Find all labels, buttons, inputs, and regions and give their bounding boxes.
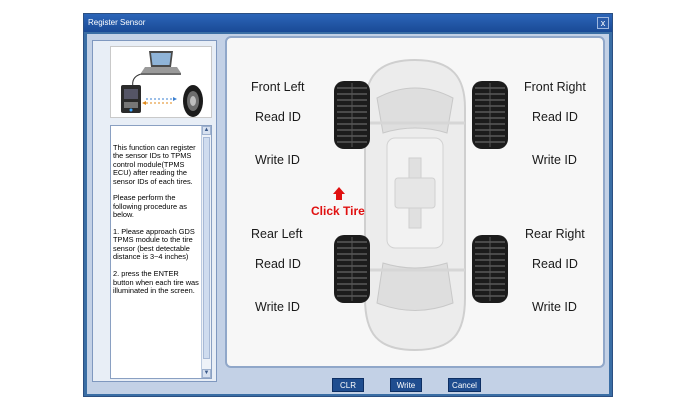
title-bar: Register Sensor x — [84, 14, 612, 32]
tire-front-right[interactable] — [471, 80, 509, 150]
front-left-read-id: Read ID — [255, 110, 301, 124]
rear-right-read-id: Read ID — [532, 257, 578, 271]
click-tire-hint: Click Tire — [311, 204, 365, 218]
description-scrollbar[interactable]: ▲ ▼ — [201, 126, 211, 378]
rear-left-label: Rear Left — [251, 227, 303, 241]
rear-left-read-id: Read ID — [255, 257, 301, 271]
front-right-write-id: Write ID — [532, 153, 577, 167]
dialog-client-area: This function can register the sensor ID… — [87, 34, 609, 394]
front-right-read-id: Read ID — [532, 110, 578, 124]
description-box[interactable]: This function can register the sensor ID… — [110, 125, 212, 379]
close-icon[interactable]: x — [597, 17, 609, 29]
clr-button[interactable]: CLR — [332, 378, 364, 392]
cancel-button[interactable]: Cancel — [448, 378, 481, 392]
tire-front-left[interactable] — [333, 80, 371, 150]
scroll-up-icon[interactable]: ▲ — [202, 126, 211, 135]
arrow-up-icon — [333, 187, 345, 194]
rear-right-label: Rear Right — [525, 227, 585, 241]
tire-icon — [334, 235, 370, 303]
info-panel: This function can register the sensor ID… — [92, 40, 217, 382]
window-title: Register Sensor — [88, 18, 146, 27]
car-outline — [364, 58, 466, 352]
rear-right-write-id: Write ID — [532, 300, 577, 314]
front-left-label: Front Left — [251, 80, 305, 94]
arrow-stem — [336, 194, 342, 200]
register-sensor-window: Register Sensor x — [83, 13, 613, 397]
tpms-module-icon — [121, 85, 141, 113]
laptop-icon — [141, 51, 181, 75]
tire-icon — [472, 235, 508, 303]
write-button[interactable]: Write — [390, 378, 422, 392]
tire-icon — [334, 81, 370, 149]
front-left-write-id: Write ID — [255, 153, 300, 167]
scroll-down-icon[interactable]: ▼ — [202, 369, 211, 378]
description-text: This function can register the sensor ID… — [113, 143, 199, 295]
front-right-label: Front Right — [524, 80, 586, 94]
tire-icon — [472, 81, 508, 149]
rear-left-write-id: Write ID — [255, 300, 300, 314]
tpms-illustration — [110, 46, 212, 118]
tire-rear-right[interactable] — [471, 234, 509, 304]
scroll-thumb[interactable] — [203, 137, 210, 359]
tire-icon — [183, 85, 203, 117]
tire-rear-left[interactable] — [333, 234, 371, 304]
vehicle-panel: Front Left Read ID Write ID Front Right … — [225, 36, 605, 368]
